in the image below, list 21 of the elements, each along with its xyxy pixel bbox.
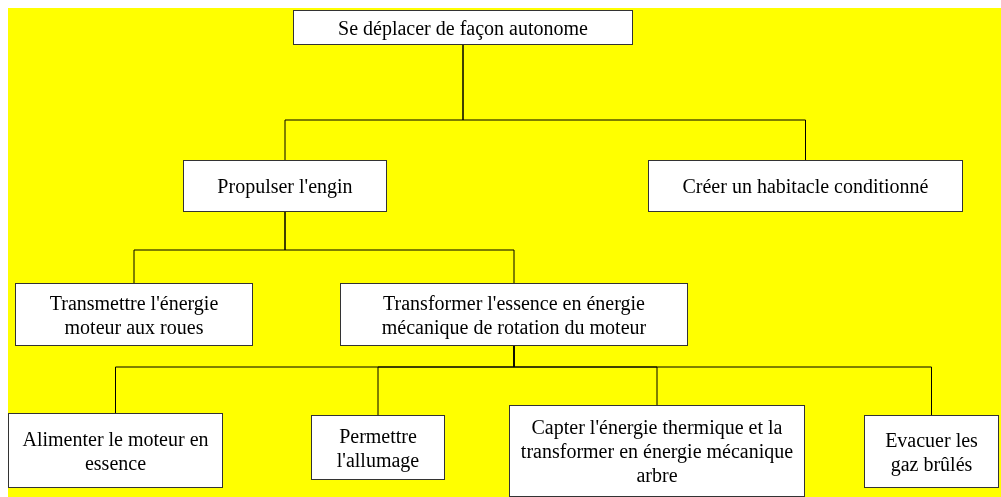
box-label: Transformer l'essence en énergie mécanique de rotation du moteur [380, 290, 648, 339]
function-box [15, 283, 253, 346]
box-label: Alimenter le moteur en essence [21, 426, 210, 475]
box-label: Evacuer les gaz brûlés [884, 427, 979, 476]
function-box [311, 415, 445, 480]
connector-line [284, 211, 515, 284]
function-box [183, 160, 387, 212]
function-box [293, 10, 633, 45]
box-label: Capter l'énergie thermique et la transformer en énergie mécanique arbre [519, 415, 795, 487]
connector-line [513, 345, 932, 416]
box-label: Permettre l'allumage [335, 423, 421, 472]
connector-line [462, 44, 806, 161]
function-box [648, 160, 963, 212]
function-box [8, 413, 223, 488]
box-label: Propulser l'engin [217, 174, 353, 198]
box-label: Transmettre l'énergie moteur aux roues [48, 290, 220, 339]
function-box [340, 283, 688, 346]
box-label: Se déplacer de façon autonome [338, 15, 588, 40]
function-box [864, 415, 999, 488]
box-label: Créer un habitacle conditionné [682, 174, 929, 198]
function-box [509, 405, 805, 497]
